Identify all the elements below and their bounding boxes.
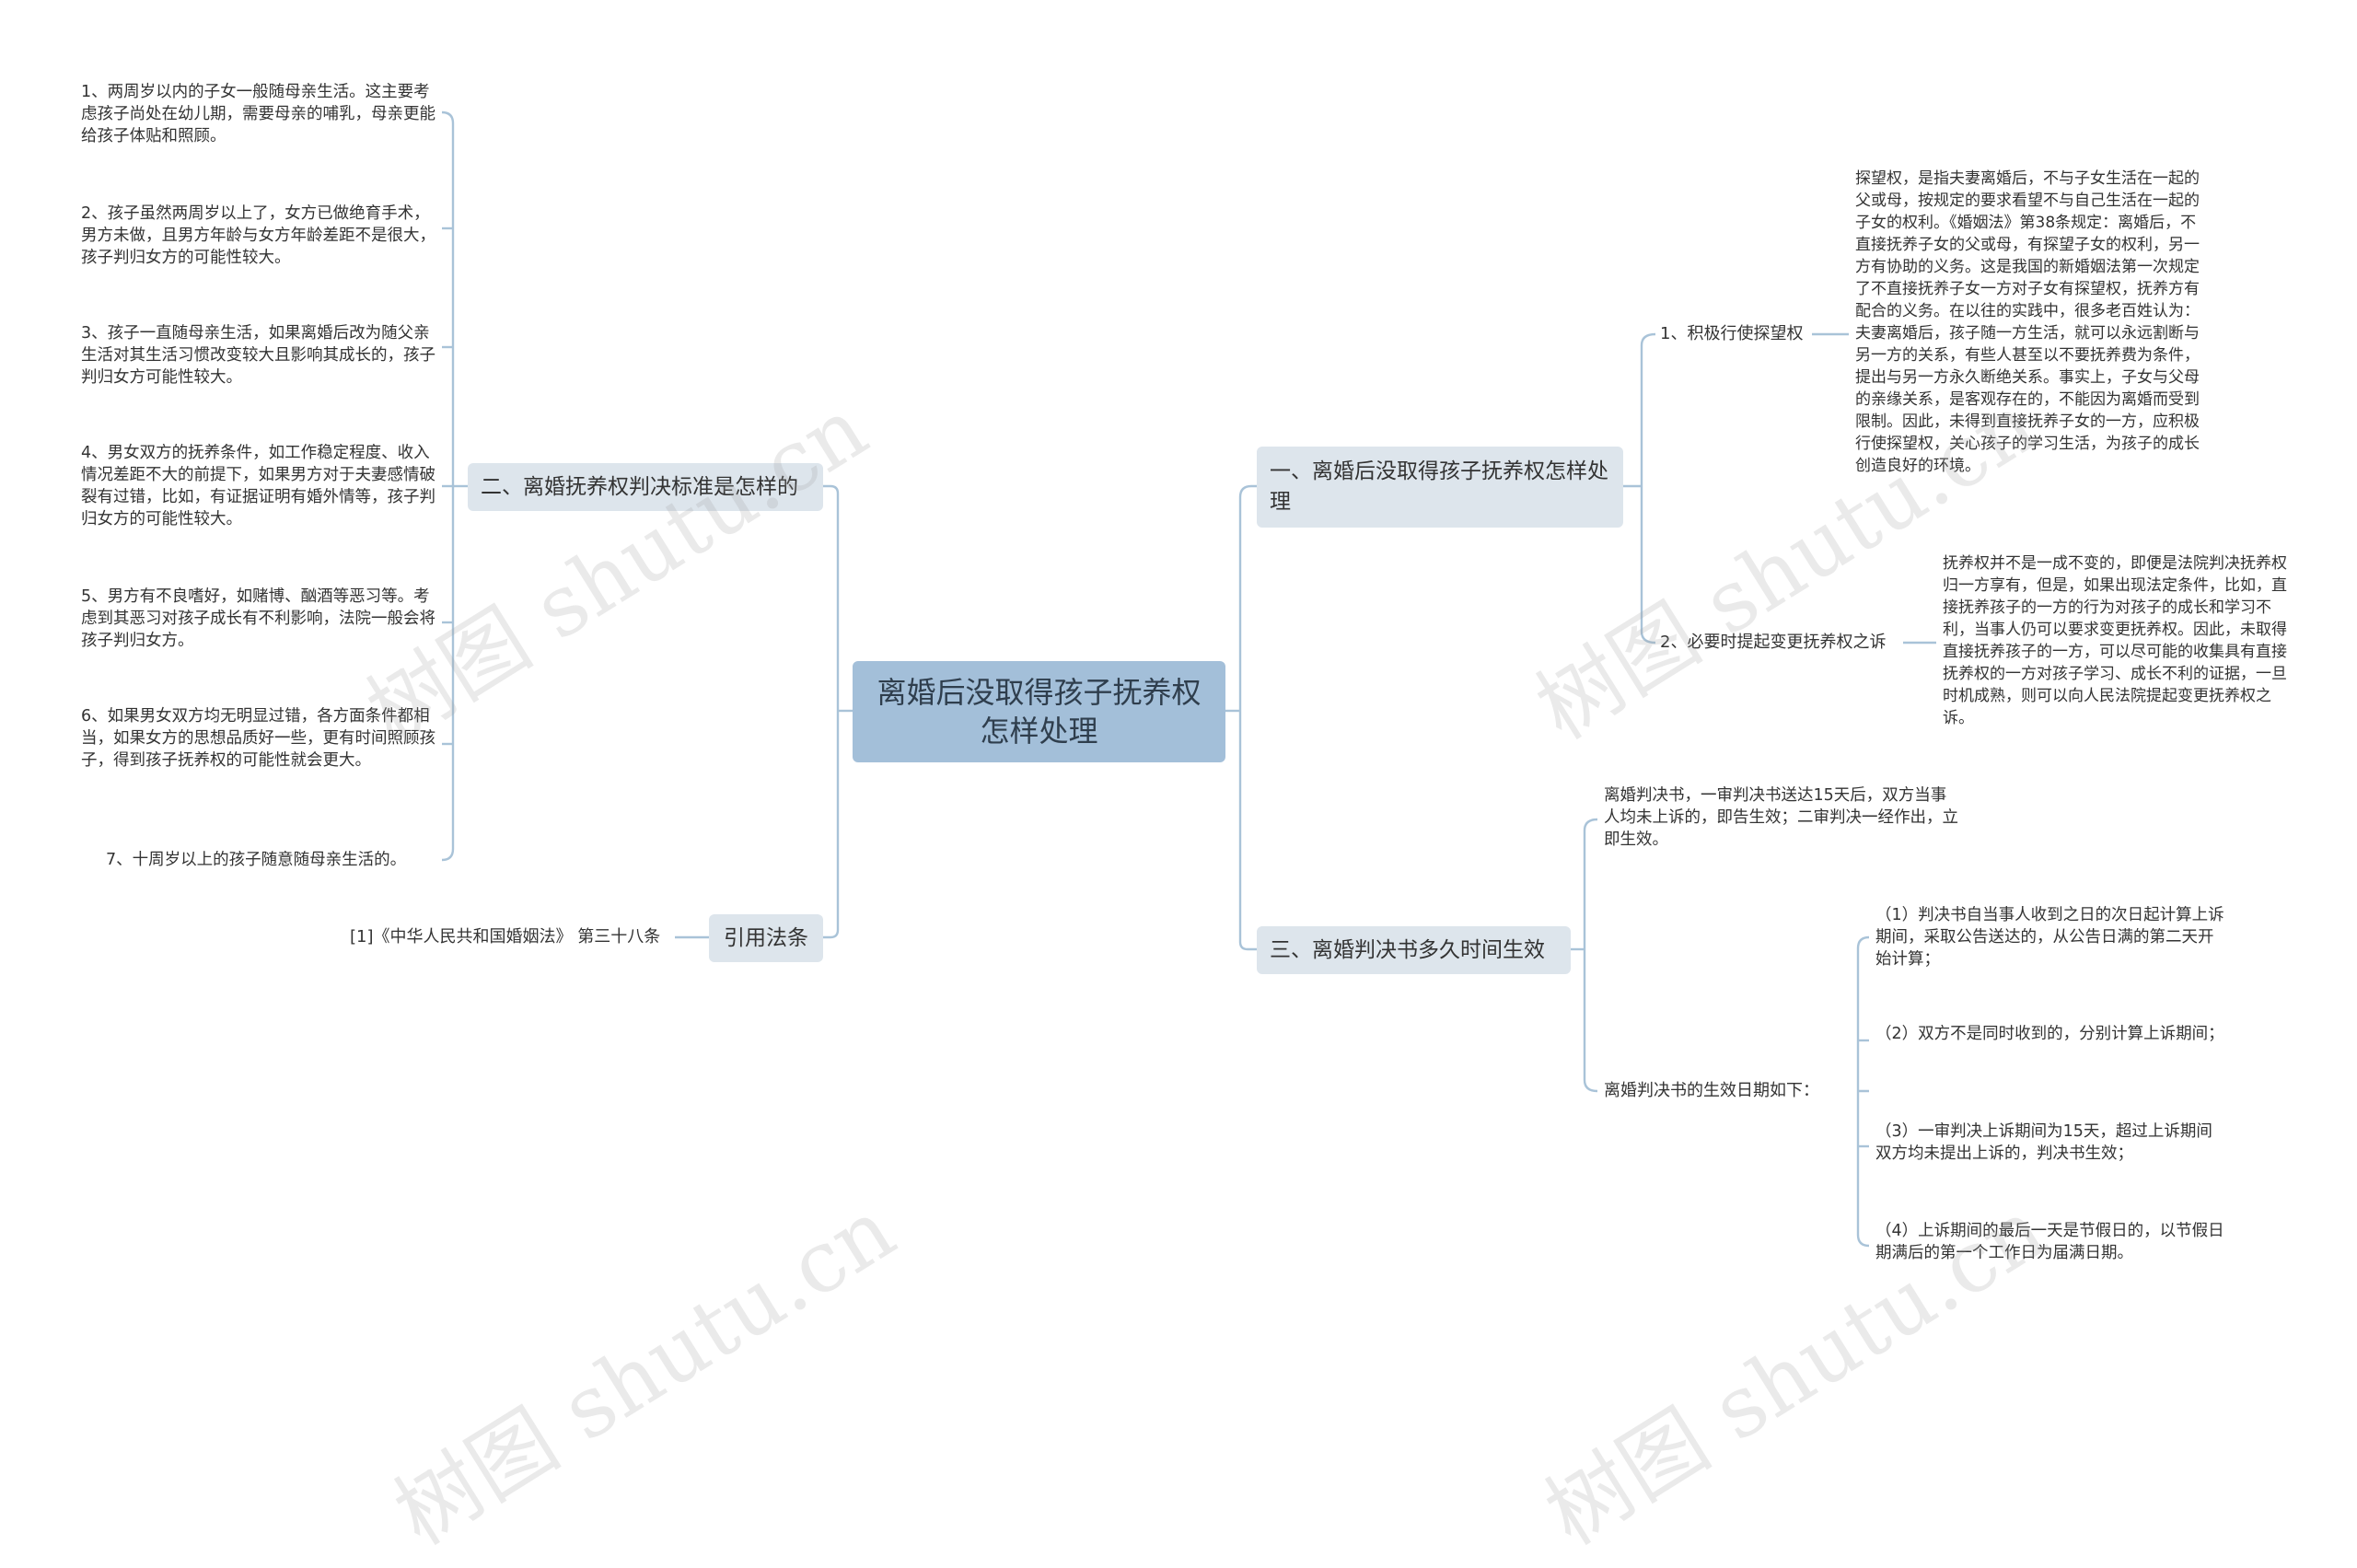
branch-judgment-effective[interactable]: 三、离婚判决书多久时间生效 bbox=[1257, 926, 1571, 974]
custody-standard-item-5: 5、男方有不良嗜好，如赌博、酗酒等恶习等。考虑到其恶习对孩子成长有不利影响，法院… bbox=[81, 587, 435, 650]
branch-cited-law[interactable]: 引用法条 bbox=[709, 914, 823, 962]
judgment-effective-summary: 离婚判决书，一审判决书送达15天后，双方当事人均未上诉的，即告生效；二审判决一经… bbox=[1604, 786, 1958, 849]
visitation-right-label: 1、积极行使探望权 bbox=[1660, 324, 1804, 343]
root-topic[interactable]: 离婚后没取得孩子抚养权怎样处理 bbox=[853, 661, 1225, 762]
link-left-spine bbox=[823, 484, 840, 939]
link-rb2-bracket bbox=[1583, 818, 1598, 1093]
branch-judgment-effective-title: 三、离婚判决书多久时间生效 bbox=[1270, 937, 1545, 962]
branch-no-custody-handling[interactable]: 一、离婚后没取得孩子抚养权怎样处理 bbox=[1257, 447, 1623, 528]
custody-standard-item-6: 6、如果男女双方均无明显过错，各方面条件都相当，如果女方的思想品质好一些，更有时… bbox=[81, 707, 435, 770]
mind-map-canvas: 离婚后没取得孩子抚养权怎样处理 二、离婚抚养权判决标准是怎样的 1、两周岁以内的… bbox=[81, 83, 2287, 1564]
effective-date-item-3: （3）一审判决上诉期间为15天，超过上诉期间双方均未提出上诉的，判决书生效； bbox=[1875, 1122, 2212, 1163]
custody-standard-item-7: 7、十周岁以上的孩子随意随母亲生活的。 bbox=[106, 851, 407, 869]
link-rb2-sub2-bracket bbox=[1856, 935, 1870, 1248]
effective-date-item-4: （4）上诉期间的最后一天是节假日的，以节假日期满后的第一个工作日为届满日期。 bbox=[1875, 1222, 2224, 1262]
root-topic-text: 离婚后没取得孩子抚养权怎样处理 bbox=[877, 675, 1202, 749]
effective-date-item-1: （1）判决书自当事人收到之日的次日起计算上诉期间，采取公告送达的，从公告日满的第… bbox=[1875, 906, 2224, 969]
branch-no-custody-handling-title: 一、离婚后没取得孩子抚养权怎样处理 bbox=[1270, 459, 1608, 514]
branch-custody-standard-title: 二、离婚抚养权判决标准是怎样的 bbox=[481, 474, 798, 499]
cited-law-item: [1]《中华人民共和国婚姻法》 第三十八条 bbox=[350, 927, 661, 947]
custody-standard-item-4: 4、男女双方的抚养条件，如工作稳定程度、收入情况差距不大的前提下，如果男方对于夫… bbox=[81, 444, 435, 528]
link-right-spine bbox=[1238, 484, 1257, 951]
change-custody-label: 2、必要时提起变更抚养权之诉 bbox=[1660, 633, 1887, 652]
effective-date-label: 离婚判决书的生效日期如下： bbox=[1604, 1081, 1819, 1100]
custody-standard-item-2: 2、孩子虽然两周岁以上了，女方已做绝育手术，男方未做，且男方年龄与女方年龄差距不… bbox=[81, 204, 435, 267]
custody-standard-item-3: 3、孩子一直随母亲生活，如果离婚后改为随父亲生活对其生活习惯改变较大且影响其成长… bbox=[81, 324, 435, 387]
visitation-right-text: 探望权，是指夫妻离婚后，不与子女生活在一起的父或母，按规定的要求看望不与自己生活… bbox=[1855, 169, 2200, 475]
branch-custody-standard[interactable]: 二、离婚抚养权判决标准是怎样的 bbox=[468, 463, 823, 511]
branch-cited-law-title: 引用法条 bbox=[724, 925, 808, 950]
link-rb1-bracket bbox=[1640, 332, 1656, 645]
effective-date-item-2: （2）双方不是同时收到的，分别计算上诉期间； bbox=[1875, 1025, 2224, 1043]
custody-standard-item-1: 1、两周岁以内的子女一般随母亲生活。这主要考虑孩子尚处在幼儿期，需要母亲的哺乳，… bbox=[81, 83, 435, 145]
connector-lines bbox=[441, 110, 1936, 1248]
change-custody-text: 抚养权并不是一成不变的，即便是法院判决抚养权归一方享有，但是，如果出现法定条件，… bbox=[1943, 554, 2287, 727]
